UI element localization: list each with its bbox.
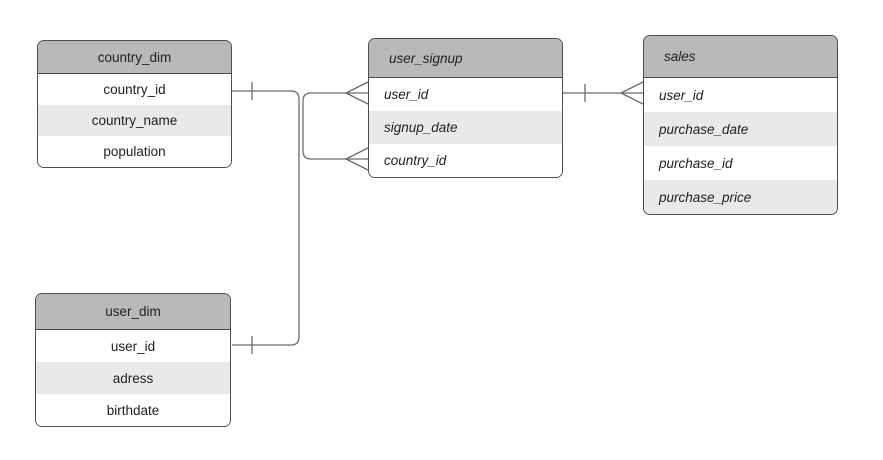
- field-row-signup_date[interactable]: signup_date: [369, 111, 562, 144]
- connector-into-user-signup[interactable]: [302, 81, 369, 171]
- field-row-user_id[interactable]: user_id: [369, 78, 562, 111]
- field-row-purchase_id[interactable]: purchase_id: [644, 146, 837, 180]
- field-row-population[interactable]: population: [38, 136, 231, 167]
- entity-title: user_dim: [36, 294, 230, 330]
- crow-foot-sales-user-id: [620, 81, 644, 105]
- crow-foot-user-signup-country-id: [345, 147, 369, 171]
- entity-title: user_signup: [369, 39, 562, 78]
- field-row-adress[interactable]: adress: [36, 362, 230, 394]
- field-row-user_id[interactable]: user_id: [644, 78, 837, 112]
- field-row-country_id[interactable]: country_id: [369, 144, 562, 177]
- field-row-purchase_date[interactable]: purchase_date: [644, 112, 837, 146]
- field-row-country_id[interactable]: country_id: [38, 74, 231, 105]
- field-row-user_id[interactable]: user_id: [36, 330, 230, 362]
- entity-title: country_dim: [38, 41, 231, 74]
- field-row-purchase_price[interactable]: purchase_price: [644, 180, 837, 214]
- entity-title: sales: [644, 36, 837, 78]
- crow-foot-user-signup-user-id: [345, 81, 369, 105]
- field-row-birthdate[interactable]: birthdate: [36, 394, 230, 426]
- connector-country-dim-user-dim-bus[interactable]: [232, 82, 300, 354]
- field-row-country_name[interactable]: country_name: [38, 105, 231, 136]
- connector-user-signup-sales[interactable]: [563, 81, 644, 105]
